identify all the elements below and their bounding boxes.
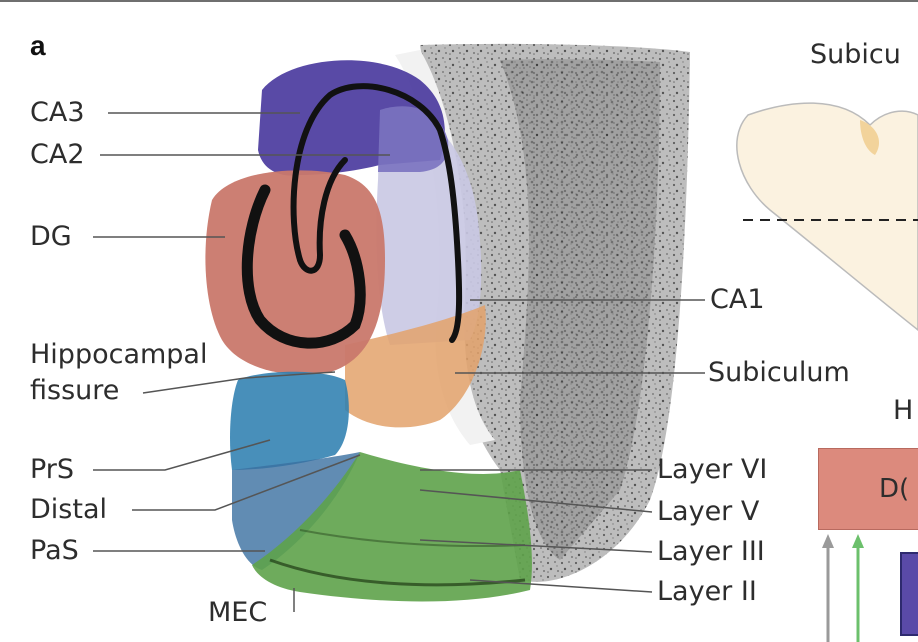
label-hippocampal: Hippocampal [30, 339, 208, 370]
dg-box: D( [818, 448, 918, 530]
top-border-line [0, 0, 918, 2]
prs-leader [93, 439, 271, 471]
label-ca3: CA3 [30, 97, 85, 128]
panel-letter: a [30, 30, 46, 61]
distal-leader [132, 454, 361, 511]
green-arrowhead [852, 534, 864, 548]
label-layer-ii: Layer II [657, 576, 757, 607]
white-notch [345, 431, 410, 453]
mec-region [252, 452, 532, 602]
label-mec: MEC [208, 597, 268, 628]
label-fissure: fissure [30, 375, 120, 406]
pas-region [232, 452, 360, 570]
mec-layer-iii-band [299, 529, 526, 548]
ca2-region [378, 106, 449, 172]
ca3-pyramidal-layer [290, 83, 463, 343]
label-ca1: CA1 [710, 284, 765, 315]
leader-lines [93, 112, 705, 612]
label-layer-vi: Layer VI [657, 454, 768, 485]
subiculum-region [345, 305, 486, 428]
dg-box-label: D( [879, 474, 910, 504]
cortex-dark-band [500, 59, 660, 561]
label-pas: PaS [30, 535, 79, 566]
layer-iii-leader [419, 539, 653, 553]
label-subiculum: Subiculum [708, 357, 850, 388]
right-panel-h: H [893, 395, 914, 426]
fissure-leader [142, 371, 336, 394]
grey-arrowhead [822, 534, 834, 548]
layer-ii-leader [469, 579, 653, 593]
label-ca2: CA2 [30, 139, 85, 170]
label-layer-v: Layer V [657, 496, 760, 527]
inner-loop [297, 157, 348, 274]
purple-box [900, 552, 918, 636]
label-distal: Distal [30, 494, 107, 525]
prs-region [230, 371, 349, 470]
subiculum-schematic-highlight [860, 120, 880, 155]
dg-granule-layer [241, 184, 366, 349]
label-layer-iii: Layer III [657, 536, 765, 567]
label-prs: PrS [30, 454, 75, 485]
right-panel-title: Subicu [810, 39, 901, 70]
label-dg: DG [30, 221, 72, 252]
subiculum-schematic-shape [736, 102, 918, 331]
mec-layer-ii-band [269, 558, 526, 587]
layer-v-leader [419, 489, 653, 513]
